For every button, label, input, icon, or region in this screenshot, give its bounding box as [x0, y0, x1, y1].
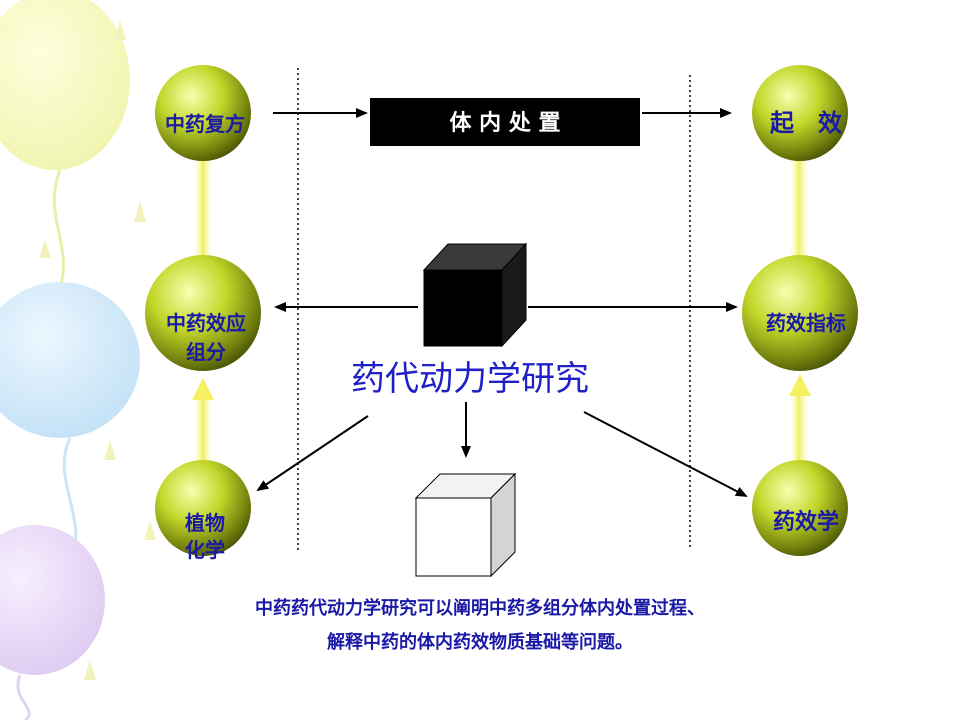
node-phytochemistry-label-1: 植物 [185, 511, 225, 535]
background-decoration [0, 0, 156, 720]
node-phytochemistry-label-2: 化学 [185, 538, 225, 562]
vertical-connectors [192, 156, 811, 464]
node-active-components-label-1: 中药效应 [166, 311, 246, 335]
white-cube-icon [414, 472, 517, 578]
sphere-icon [155, 65, 251, 161]
connector-right-bottom [790, 392, 808, 464]
node-efficacy-index-label: 药效指标 [766, 311, 846, 335]
process-box: 体 内 处 置 [370, 98, 640, 146]
balloon-purple-decoration [0, 525, 105, 675]
caption-line-2: 解释中药的体内药效物质基础等问题。 [327, 632, 633, 653]
balloon-blue-decoration [0, 282, 140, 438]
node-active-components: 中药效应 组分 [145, 255, 261, 371]
black-cube-icon [422, 242, 528, 348]
sphere-icon [742, 255, 858, 371]
balloon-yellow-decoration [0, 0, 130, 170]
node-onset-label: 起 效 [769, 109, 842, 137]
sphere-icon [752, 460, 848, 556]
node-phytochemistry: 植物 化学 [155, 460, 251, 562]
connector-right-top [790, 156, 808, 258]
connector-left-bottom [194, 395, 212, 463]
process-box-label: 体 内 处 置 [450, 110, 561, 136]
sphere-icon [145, 255, 261, 371]
arrows [256, 108, 748, 497]
sphere-icon [752, 65, 848, 161]
arrow-up-right-icon [789, 374, 811, 396]
node-compound: 中药复方 [155, 65, 251, 161]
node-pharmacodynamics: 药效学 [752, 460, 848, 556]
center-title: 药代动力学研究 [351, 359, 589, 399]
arrow-title-to-phytochemistry [256, 415, 369, 492]
node-compound-label: 中药复方 [165, 112, 245, 136]
sphere-icon [155, 460, 251, 556]
node-efficacy-index: 药效指标 [742, 255, 858, 371]
node-active-components-label-2: 组分 [186, 340, 226, 364]
caption-line-1: 中药药代动力学研究可以阐明中药多组分体内处置过程、 [255, 598, 705, 619]
node-onset: 起 效 [752, 65, 848, 161]
arrow-up-left-icon [192, 378, 214, 400]
connector-left-top [194, 156, 212, 258]
node-pharmacodynamics-label: 药效学 [773, 509, 839, 535]
arrow-title-to-pharmacodynamics [583, 411, 748, 497]
sparkle-decoration [114, 20, 126, 40]
